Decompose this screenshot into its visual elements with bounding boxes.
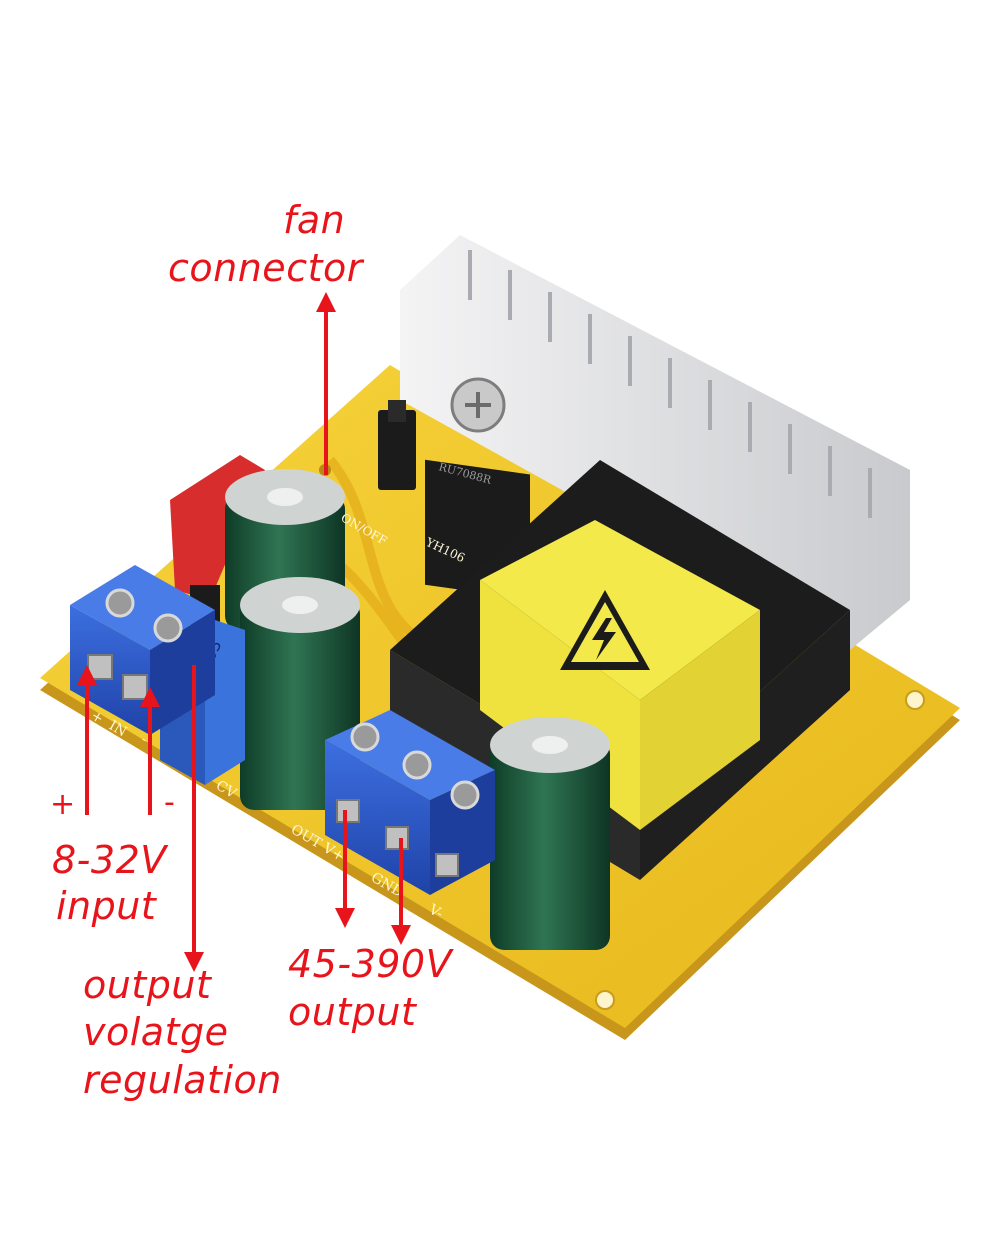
- silk-in: IN: [106, 718, 129, 741]
- fan-connector-label-line2: connector: [168, 246, 363, 290]
- heatsink: [400, 235, 910, 650]
- regulation-label-line1: output: [83, 963, 212, 1007]
- input-terminal-block: [70, 565, 215, 735]
- output-label-line2: output: [288, 990, 417, 1034]
- input-minus-label: -: [164, 785, 176, 820]
- capacitor-3: [490, 717, 610, 950]
- annotation-arrows: [77, 292, 411, 972]
- input-label-line2: input: [56, 884, 157, 928]
- input-label-line1: 8-32V: [52, 838, 167, 882]
- regulation-label-line3: regulation: [83, 1058, 282, 1102]
- input-plus-label: +: [50, 787, 76, 822]
- output-label-line1: 45-390V: [288, 942, 453, 986]
- fan-connector-label-line1: fan: [283, 198, 346, 242]
- regulation-label-line2: volatge: [83, 1010, 229, 1054]
- fan-jumper: [378, 400, 416, 490]
